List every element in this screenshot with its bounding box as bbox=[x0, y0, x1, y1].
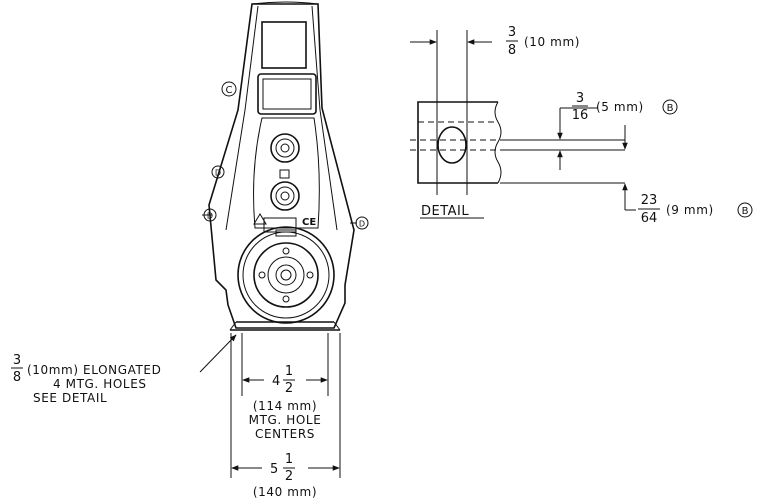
flange-assembly bbox=[237, 226, 335, 324]
upper-window bbox=[261, 21, 307, 69]
detail-upper-frac-num: 3 bbox=[576, 91, 584, 106]
ground-symbol bbox=[279, 169, 290, 179]
dim-hole-centers-whole: 4 bbox=[272, 374, 281, 389]
svg-text:D: D bbox=[207, 212, 213, 221]
front-view: CE bbox=[202, 1, 357, 331]
label-plate bbox=[257, 73, 317, 115]
detail-lower-callout: B bbox=[737, 202, 753, 218]
callout-d-upper: D bbox=[211, 165, 225, 179]
body-outline bbox=[208, 3, 355, 329]
detail-slot-frac-den: 8 bbox=[508, 43, 516, 58]
detail-upper-metric: (5 mm) bbox=[596, 100, 644, 114]
inner-edge-left bbox=[225, 5, 259, 231]
dim-hole-centers-metric: (114 mm) bbox=[253, 399, 317, 413]
mounting-frac-num: 3 bbox=[13, 353, 21, 368]
dim-hole-centers-label-1: MTG. HOLE bbox=[249, 413, 322, 427]
detail-title: DETAIL bbox=[421, 204, 469, 219]
detail-lower-frac-den: 64 bbox=[641, 211, 658, 226]
center-panel bbox=[253, 117, 320, 229]
svg-text:D: D bbox=[215, 169, 221, 178]
label-plate-inner bbox=[262, 78, 312, 110]
detail-slot-metric: (10 mm) bbox=[524, 35, 580, 49]
svg-text:B: B bbox=[742, 206, 749, 217]
dim-hole-centers-frac-num: 1 bbox=[285, 364, 293, 379]
mounting-leader bbox=[199, 334, 237, 373]
detail-slot-frac-num: 3 bbox=[508, 25, 516, 40]
dim-base-frac-num: 1 bbox=[285, 452, 293, 467]
warning-icon bbox=[253, 213, 267, 225]
detail-view: 3 8 (10 mm) 3 16 (5 mm) B 23 64 (9 mm) B… bbox=[410, 25, 753, 226]
base-right-edge bbox=[333, 321, 341, 331]
svg-text:C: C bbox=[226, 85, 233, 96]
mounting-frac-den: 8 bbox=[13, 370, 21, 385]
svg-text:D: D bbox=[359, 220, 365, 229]
dim-hole-centers-frac-den: 2 bbox=[285, 381, 293, 396]
mounting-note-line2: 4 MTG. HOLES bbox=[53, 377, 147, 391]
dim-base-metric: (140 mm) bbox=[253, 485, 317, 499]
callout-d-left: D bbox=[203, 208, 217, 222]
detail-slot bbox=[437, 126, 467, 164]
detail-lower-metric: (9 mm) bbox=[666, 203, 714, 217]
detail-part-outline bbox=[417, 101, 498, 184]
detail-break-line bbox=[494, 101, 502, 184]
detail-upper-callout: B bbox=[662, 99, 678, 115]
callout-d-right: D bbox=[355, 216, 369, 230]
top-cap bbox=[251, 1, 319, 5]
detail-lower-frac-num: 23 bbox=[641, 193, 658, 208]
detail-upper-frac-den: 16 bbox=[572, 108, 589, 123]
mounting-note-line3: SEE DETAIL bbox=[33, 391, 107, 405]
connector-upper bbox=[270, 133, 300, 163]
dim-hole-centers-label-2: CENTERS bbox=[255, 427, 315, 441]
svg-text:B: B bbox=[667, 103, 674, 114]
mounting-hole-note: 3 8 (10mm) ELONGATED 4 MTG. HOLES SEE DE… bbox=[11, 334, 237, 405]
mounting-note-line1: (10mm) ELONGATED bbox=[27, 363, 161, 377]
callout-c: C bbox=[221, 81, 237, 97]
dim-base-whole: 5 bbox=[270, 462, 279, 477]
base-left-edge bbox=[229, 321, 237, 331]
inner-edge-right bbox=[311, 5, 338, 231]
ce-mark: CE bbox=[302, 217, 316, 228]
connector-lower bbox=[270, 181, 300, 211]
dim-base-frac-den: 2 bbox=[285, 469, 293, 484]
